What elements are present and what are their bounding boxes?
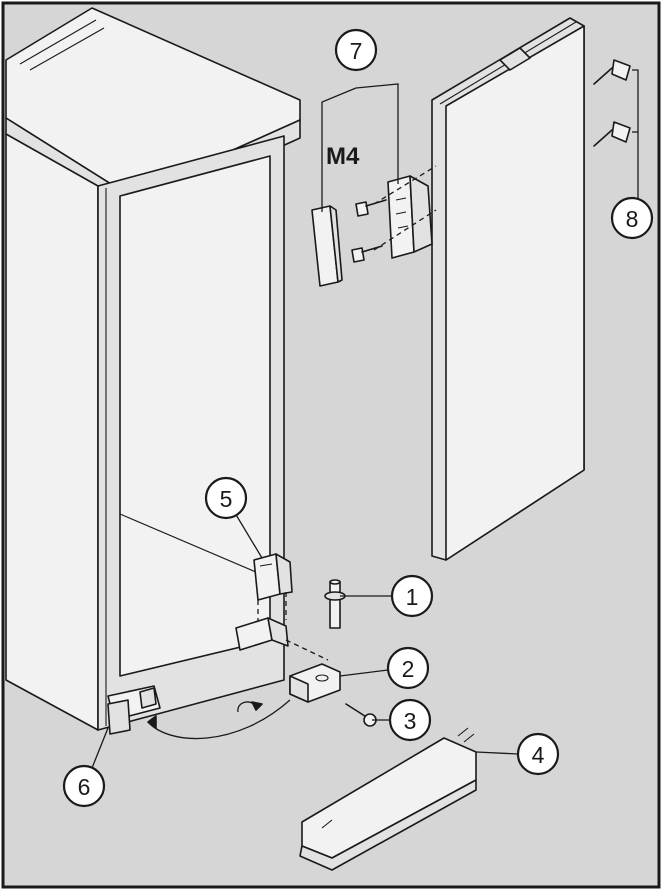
hinge-cover xyxy=(299,727,477,871)
callout-8: 8 xyxy=(610,196,654,240)
callout-3-number: 3 xyxy=(404,708,417,734)
m4-screws xyxy=(351,199,387,263)
rotate-arrow xyxy=(147,699,291,740)
callout-6: 6 xyxy=(62,764,106,808)
callout-leaders xyxy=(91,69,639,769)
callout-1: 1 xyxy=(390,574,434,618)
callout-6-number: 6 xyxy=(78,774,91,800)
refrigerator-cabinet xyxy=(5,7,301,731)
hinge-bracket xyxy=(253,553,293,630)
callout-2: 2 xyxy=(386,646,430,690)
hinge-plate xyxy=(235,617,329,661)
door-handle-assembly xyxy=(311,165,437,287)
bottom-hinge xyxy=(107,685,161,735)
callout-2-number: 2 xyxy=(402,656,415,682)
hinge-pin xyxy=(324,579,346,629)
cover-plugs xyxy=(593,59,631,147)
screw-icon xyxy=(355,199,387,217)
callout-8-number: 8 xyxy=(626,206,639,232)
callout-7: 7 xyxy=(334,28,378,72)
callout-3: 3 xyxy=(388,698,432,742)
plug-icon xyxy=(593,59,631,85)
screw-size-label: M4 xyxy=(326,143,360,170)
refrigerator-door xyxy=(431,17,585,561)
callout-5: 5 xyxy=(204,476,248,520)
hinge-block xyxy=(289,663,341,703)
callout-4: 4 xyxy=(516,732,560,776)
screw-icon xyxy=(351,245,383,263)
callout-1-number: 1 xyxy=(406,584,419,610)
callout-4-number: 4 xyxy=(532,742,545,768)
callout-7-number: 7 xyxy=(350,38,363,64)
callout-5-number: 5 xyxy=(220,486,233,512)
plug-icon xyxy=(593,121,631,147)
